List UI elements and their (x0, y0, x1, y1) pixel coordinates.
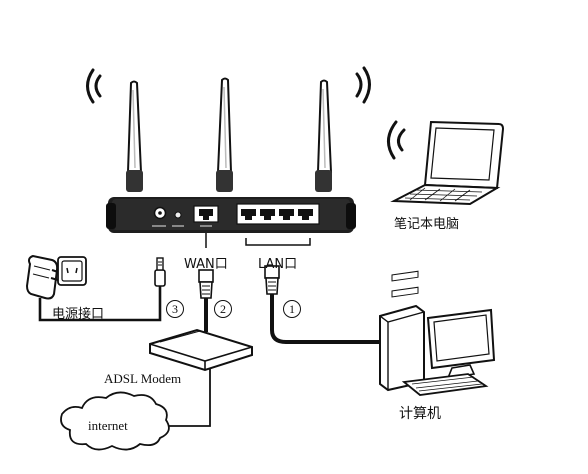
ethernet-plug-lan-icon (264, 265, 280, 295)
router-icon (106, 197, 356, 233)
modem-label: ADSL Modem (104, 371, 182, 386)
desktop-computer-icon (379, 270, 496, 396)
dc-plug-icon (154, 257, 166, 287)
marker-1: 1 (283, 300, 301, 318)
wall-socket-icon (57, 256, 87, 286)
computer-label: 计算机 (399, 406, 441, 422)
laptop-label: 笔记本电脑 (394, 217, 460, 232)
power-adapter-icon (25, 254, 59, 300)
wifi-waves-laptop-icon (387, 120, 406, 160)
lan-port-label: LAN口 (258, 257, 298, 272)
ethernet-plug-wan-icon (198, 269, 214, 299)
marker-3: 3 (166, 300, 184, 318)
marker-2: 2 (214, 300, 232, 318)
laptop-icon (390, 120, 505, 206)
wan-port-label: WAN口 (184, 257, 228, 272)
antenna-left-icon (126, 80, 143, 192)
internet-label: internet (88, 418, 128, 433)
wifi-waves-left-icon (86, 68, 102, 104)
cloud-icon (60, 391, 170, 451)
antenna-center-icon (216, 77, 233, 192)
modem-icon (149, 328, 253, 372)
power-port-label: 电源接口 (52, 307, 105, 322)
modem-internet-line (165, 368, 211, 427)
lan-bracket (245, 238, 311, 246)
wifi-waves-right-icon (355, 66, 371, 104)
antenna-right-icon (315, 79, 333, 192)
power-cable (38, 285, 162, 322)
lan-cable (270, 294, 386, 344)
